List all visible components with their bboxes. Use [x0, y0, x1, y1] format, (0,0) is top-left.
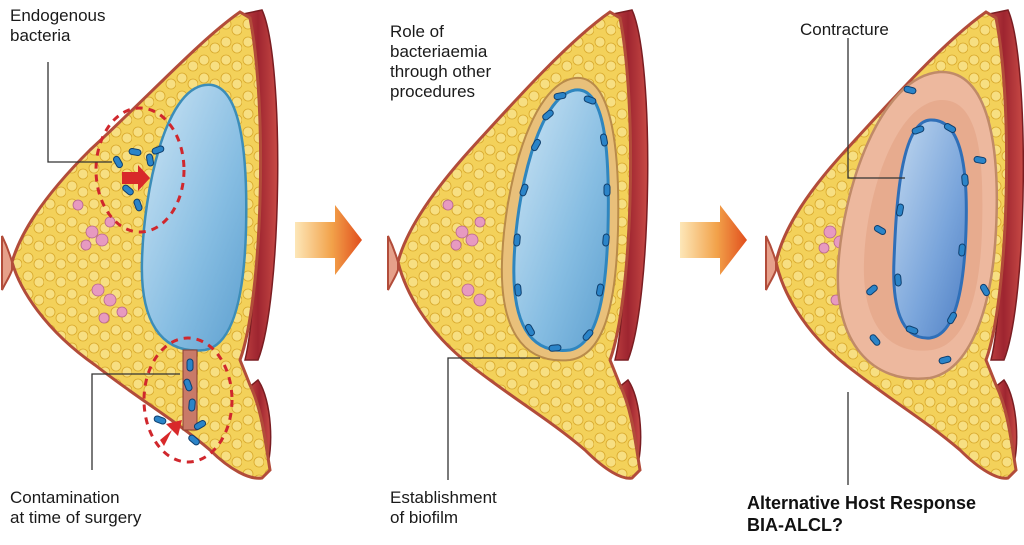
flow-arrow-icon	[680, 205, 747, 275]
label-line: Establishment	[390, 488, 497, 507]
label-host-response: Alternative Host Response BIA-ALCL?	[747, 492, 976, 536]
label-line: of biofilm	[390, 508, 459, 527]
label-line: through other	[390, 62, 492, 81]
leader-line	[47, 62, 112, 163]
label-endogenous-bacteria: Endogenous bacteria	[10, 6, 105, 46]
label-line: at time of surgery	[10, 508, 142, 527]
label-line: bacteria	[10, 26, 71, 45]
label-biofilm: Establishment of biofilm	[390, 488, 497, 528]
label-bacteriaemia: Role of bacteriaemia through other proce…	[390, 22, 491, 102]
label-line: Contracture	[800, 20, 889, 39]
entry-arrow-icon	[160, 420, 182, 446]
label-line: procedures	[390, 82, 476, 101]
label-contracture: Contracture	[800, 20, 889, 40]
leader-line	[91, 373, 180, 470]
panel-1-breast	[1, 9, 279, 480]
label-line: BIA-ALCL?	[747, 515, 843, 535]
leader-line	[447, 357, 540, 480]
label-contamination: Contamination at time of surgery	[10, 488, 141, 528]
label-line: Endogenous	[10, 6, 106, 25]
leader-line	[847, 38, 905, 179]
contamination-highlight-circle	[142, 336, 234, 464]
label-line: Role of	[390, 22, 444, 41]
entry-arrow-icon	[122, 165, 150, 191]
label-line: Alternative Host Response	[747, 493, 977, 513]
flow-arrow-icon	[295, 205, 362, 275]
label-line: bacteriaemia	[390, 42, 488, 61]
label-line: Contamination	[10, 488, 120, 507]
endogenous-highlight-circle	[94, 106, 186, 234]
panel-3-breast	[765, 9, 1024, 485]
panel-2-breast	[387, 9, 649, 480]
